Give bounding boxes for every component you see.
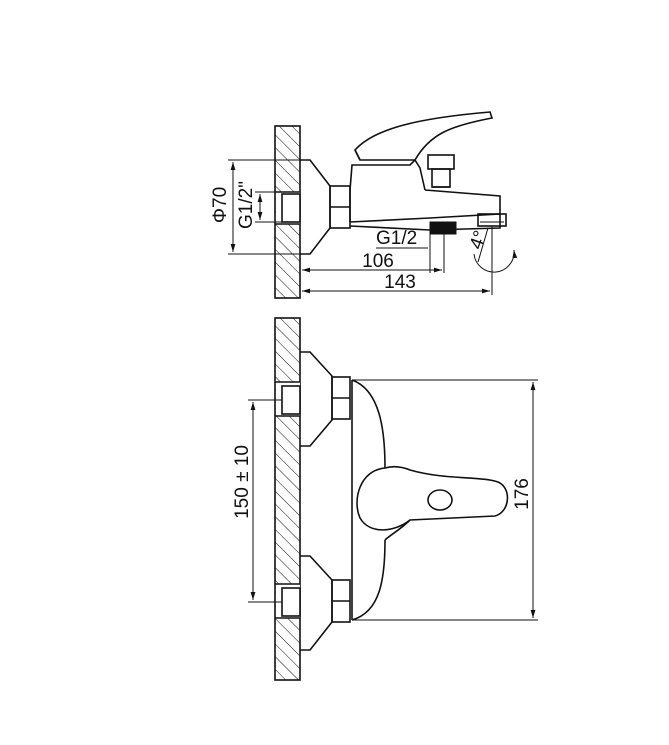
faucet-body-front: [351, 379, 509, 621]
upper-escutcheon: [300, 351, 351, 447]
outlet-thread-label: G1/2: [376, 228, 417, 249]
inlet-thread-label: G1/2": [236, 181, 257, 229]
dimension-spacing: 150 ± 10: [232, 399, 282, 603]
angle-label: 4°: [466, 228, 492, 252]
front-view: 176 150 ± 10: [232, 317, 538, 681]
side-view: Φ70 G1/2" G1/2 106 143: [210, 111, 518, 299]
wall-section-top: [274, 125, 301, 299]
dimension-inlet-thread: G1/2": [236, 181, 282, 229]
lower-escutcheon: [300, 555, 351, 651]
dimension-angle: 4°: [466, 227, 518, 273]
dimension-106: 106: [302, 251, 442, 273]
wall-section-front: [274, 317, 301, 681]
dimension-outlet-thread: G1/2: [376, 228, 445, 273]
dim-106-label: 106: [362, 251, 394, 272]
height-label: 176: [512, 478, 533, 510]
dimension-diameter: Φ70: [210, 159, 300, 255]
dim-143-label: 143: [384, 272, 416, 293]
diameter-label: Φ70: [210, 187, 231, 223]
dimension-height: 176: [352, 379, 538, 621]
faucet-body-side: [349, 111, 507, 235]
spacing-label: 150 ± 10: [232, 445, 253, 519]
